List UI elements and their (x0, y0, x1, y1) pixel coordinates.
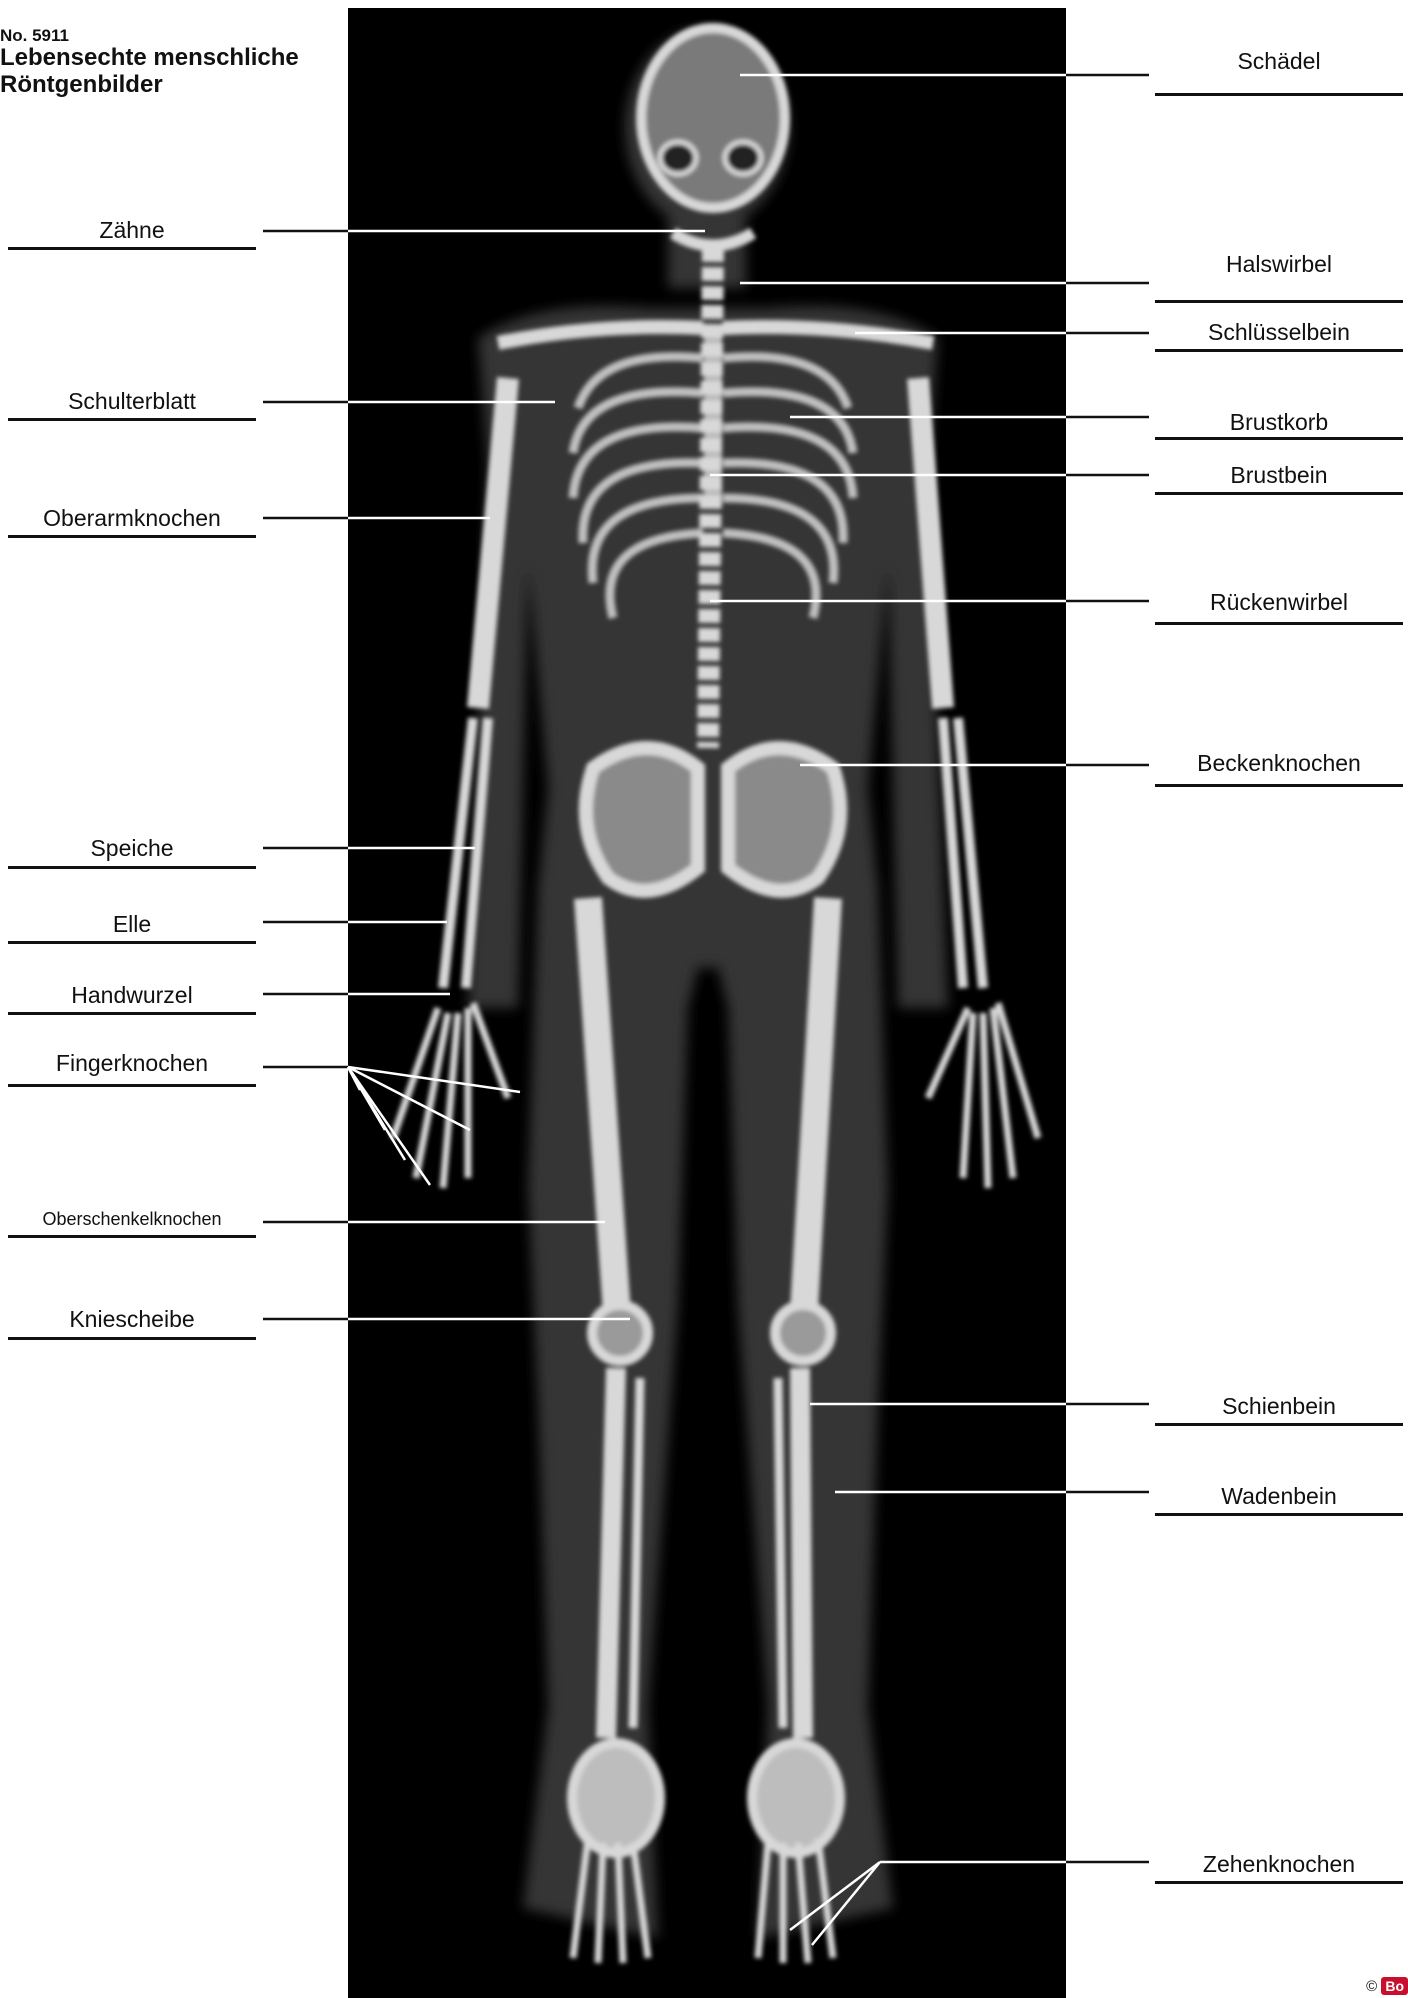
label-zehenknochen: Zehenknochen (1155, 1851, 1403, 1878)
label-rule (1155, 1881, 1403, 1884)
label-kniescheibe: Kniescheibe (8, 1306, 256, 1333)
label-rule (1155, 1423, 1403, 1426)
label-fingerknochen: Fingerknochen (8, 1050, 256, 1077)
copyright: © Bo (1366, 1977, 1408, 1995)
label-elle: Elle (8, 911, 256, 938)
label-rule (8, 941, 256, 944)
label-wadenbein: Wadenbein (1155, 1483, 1403, 1510)
label-rueckenwirbel: Rückenwirbel (1155, 589, 1403, 616)
brand-logo: Bo (1381, 1977, 1408, 1995)
label-rule (8, 866, 256, 869)
label-brustkorb: Brustkorb (1155, 409, 1403, 436)
label-rule (8, 1337, 256, 1340)
label-rule (1155, 300, 1403, 303)
label-zaehne: Zähne (8, 217, 256, 244)
label-rule (8, 247, 256, 250)
label-beckenknochen: Beckenknochen (1155, 750, 1403, 777)
label-rule (1155, 93, 1403, 96)
label-rule (1155, 1513, 1403, 1516)
header: No. 5911 Lebensechte menschliche Röntgen… (0, 26, 299, 99)
label-rule (1155, 437, 1403, 440)
label-rule (1155, 784, 1403, 787)
label-oberarmknochen: Oberarmknochen (8, 505, 256, 532)
xray-image (348, 8, 1066, 1998)
title-line-1: Lebensechte menschliche (0, 45, 299, 72)
label-schulterblatt: Schulterblatt (8, 388, 256, 415)
copyright-symbol: © (1366, 1978, 1377, 1995)
label-schaedel: Schädel (1155, 48, 1403, 75)
label-brustbein: Brustbein (1155, 462, 1403, 489)
label-rule (8, 1235, 256, 1238)
product-number: No. 5911 (0, 26, 299, 45)
label-rule (8, 418, 256, 421)
label-rule (8, 1084, 256, 1087)
label-halswirbel: Halswirbel (1155, 251, 1403, 278)
label-rule (1155, 492, 1403, 495)
skeleton-illustration (348, 8, 1066, 1998)
label-handwurzel: Handwurzel (8, 982, 256, 1009)
label-rule (8, 1012, 256, 1015)
label-schienbein: Schienbein (1155, 1393, 1403, 1420)
label-schluesselbein: Schlüsselbein (1155, 319, 1403, 346)
label-rule (8, 535, 256, 538)
title-line-2: Röntgenbilder (0, 72, 299, 99)
label-rule (1155, 622, 1403, 625)
label-speiche: Speiche (8, 835, 256, 862)
label-oberschenkelknochen: Oberschenkelknochen (8, 1209, 256, 1230)
label-rule (1155, 349, 1403, 352)
